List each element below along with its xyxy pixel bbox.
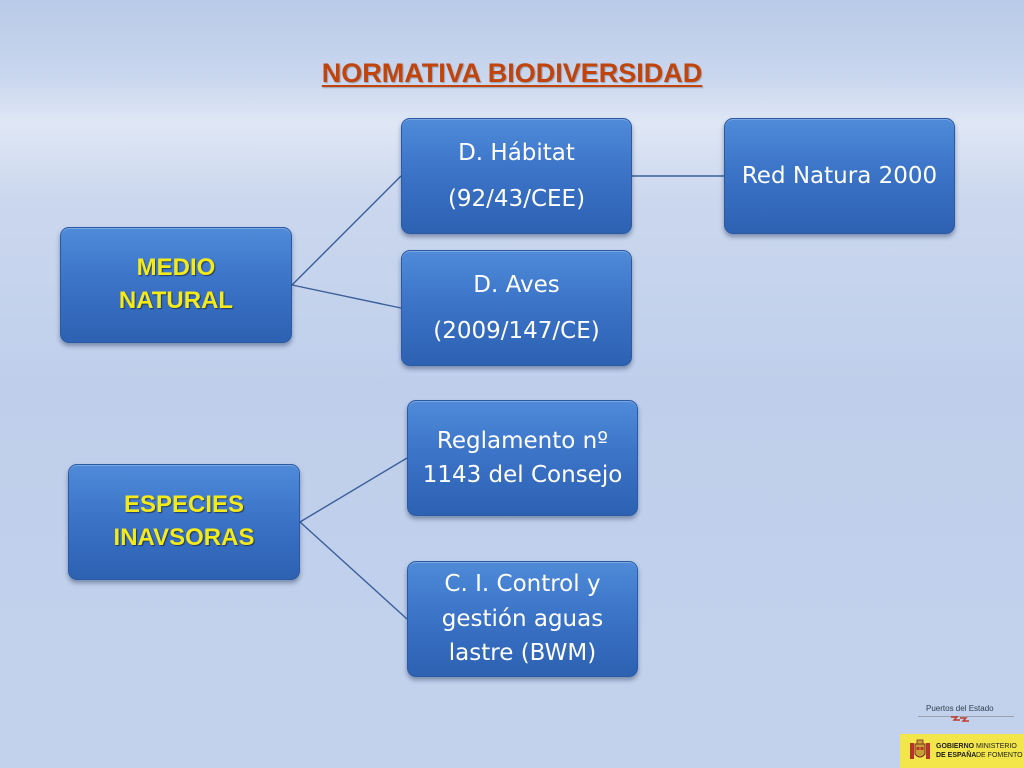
red-natura-label: Red Natura 2000 [741,162,938,189]
d-aves-line-1: D. Aves [473,271,560,298]
connector-medio-habitat [291,175,402,286]
reglamento-line-1: Reglamento nº [436,427,609,454]
connector-medio-aves [291,284,402,309]
control-bwm-line-1: C. I. Control y [444,571,601,598]
slide-title: NORMATIVA BIODIVERSIDAD [321,58,703,88]
medio-natural-node: MEDIO NATURAL [60,227,292,343]
medio-natural-line-2: NATURAL [118,287,234,314]
connector-especies-reglamento [299,457,408,523]
d-habitat-line-1: D. Hábitat [458,139,575,166]
gobierno-label: GOBIERNO DE ESPAÑA [936,743,977,759]
puertos-wave-icon [951,716,969,722]
especies-invasoras-node: ESPECIES INAVSORAS [68,464,300,580]
reglamento-node: Reglamento nº 1143 del Consejo [407,400,638,516]
connector-especies-bwm [299,521,408,620]
control-bwm-line-2: gestión aguas [441,605,604,632]
ministerio-label: MINISTERIO DE FOMENTO [976,743,1023,759]
d-aves-node: D. Aves (2009/147/CE) [401,250,632,366]
reglamento-line-2: 1143 del Consejo [422,462,623,488]
control-bwm-line-3: lastre (BWM) [448,640,597,667]
especies-invasoras-line-2: INAVSORAS [113,524,255,551]
d-aves-line-2: (2009/147/CE) [433,318,600,344]
control-bwm-node: C. I. Control y gestión aguas lastre (BW… [407,561,638,677]
logo-divider [918,716,1014,717]
d-habitat-node: D. Hábitat (92/43/CEE) [401,118,632,234]
medio-natural-line-1: MEDIO [136,254,216,282]
government-logo-bar: GOBIERNO DE ESPAÑA MINISTERIO DE FOMENTO [900,734,1024,768]
coat-of-arms-icon [910,739,930,759]
d-habitat-line-2: (92/43/CEE) [447,186,586,212]
puertos-del-estado-logo: Puertos del Estado [926,704,994,713]
especies-invasoras-line-1: ESPECIES [123,491,245,519]
red-natura-node: Red Natura 2000 [724,118,955,234]
